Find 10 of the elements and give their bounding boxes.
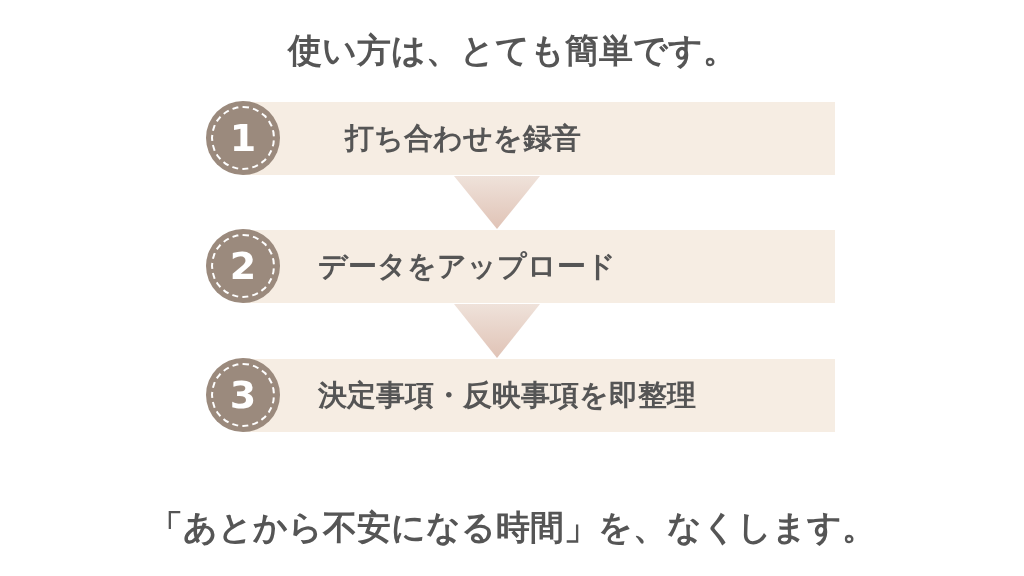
number-badge: 1 [206,101,280,175]
down-arrow [454,176,540,229]
step-text: データをアップロード [318,247,616,285]
down-arrow [454,304,540,358]
number-badge: 3 [206,358,280,432]
closing-message: 「あとから不安になる時間」を、なくします。 [147,506,877,549]
title: 使い方は、とても簡単です。 [286,29,738,72]
step-text: 打ち合わせを録音 [345,119,581,157]
number-badge: 2 [206,229,280,303]
step-text: 決定事項・反映事項を即整理 [318,376,696,414]
